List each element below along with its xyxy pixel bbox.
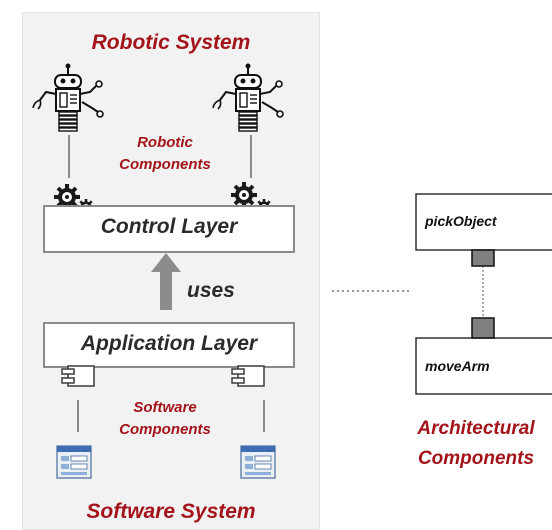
uses-label: uses xyxy=(187,279,235,302)
gear-icon xyxy=(229,180,259,210)
robot-icon xyxy=(212,62,284,132)
window-form-icon xyxy=(56,445,92,479)
robot-icon xyxy=(32,62,104,132)
control-layer-label: Control Layer xyxy=(100,215,238,238)
software-system-title: Software System xyxy=(86,500,256,523)
software-components-label: Software Components xyxy=(119,399,211,438)
architectural-components-title: Architectural Components xyxy=(417,418,535,469)
application-layer-label: Application Layer xyxy=(80,332,258,355)
pickobject-label: pickObject xyxy=(425,213,497,229)
moveArm-component-box xyxy=(415,337,552,395)
control-layer-box xyxy=(43,205,295,253)
window-form-icon xyxy=(240,445,276,479)
application-layer-box xyxy=(43,322,295,368)
uml-component-icon xyxy=(61,365,95,387)
movearm-label: moveArm xyxy=(425,358,490,374)
robotic-system-title: Robotic System xyxy=(91,31,251,54)
robotic-components-label: Robotic Components xyxy=(119,134,211,173)
port-icon xyxy=(471,249,495,267)
uml-component-icon xyxy=(231,365,265,387)
port-icon xyxy=(471,317,495,339)
up-arrow-icon xyxy=(151,253,181,310)
